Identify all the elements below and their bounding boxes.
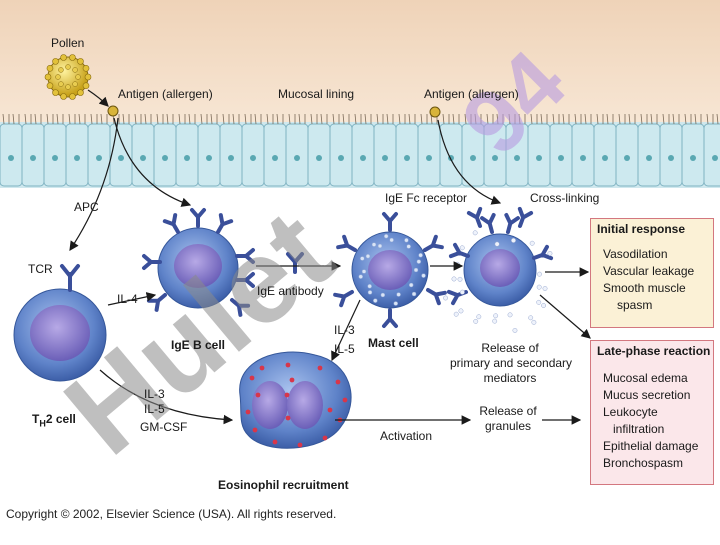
late-phase-item: infiltration <box>613 422 665 436</box>
late-phase-box: Late-phase reaction Mucosal edema Mucus … <box>590 340 714 485</box>
mast-cell-label: Mast cell <box>368 336 419 350</box>
pollen-label: Pollen <box>51 36 85 50</box>
cytokine-il3-label: IL-3 <box>144 387 165 401</box>
degranulating-mast-cell <box>463 233 537 307</box>
release-mediators-line3: mediators <box>483 371 537 385</box>
initial-response-item: Vascular leakage <box>603 264 695 278</box>
mast-cell-granules <box>358 233 426 306</box>
late-phase-title: Late-phase reaction <box>597 344 711 358</box>
b-cell-antibodies <box>142 208 255 317</box>
il4-label: IL-4 <box>117 292 138 306</box>
mast-cell-receptors <box>333 212 447 328</box>
eosinophil <box>239 351 352 449</box>
initial-response-item: Vasodilation <box>603 247 668 261</box>
pollen-to-antigen-arrow <box>87 89 109 107</box>
release-mediators-line1: Release of <box>481 341 539 355</box>
late-phase-item: Mucus secretion <box>603 388 691 402</box>
tcr-receptor <box>60 264 80 292</box>
mucosal-lining-label: Mucosal lining <box>278 87 355 101</box>
apc-label: APC <box>74 200 99 214</box>
process-arrows <box>99 261 591 425</box>
release-granules-line2: granules <box>484 419 532 433</box>
copyright-notice: Copyright © 2002, Elsevier Science (USA)… <box>6 507 337 521</box>
th2-cell-label: TH2 cell <box>32 412 76 429</box>
release-granules-line1: Release of <box>479 404 537 418</box>
tcr-label: TCR <box>28 262 53 276</box>
eosinophil-granules <box>245 362 348 448</box>
ige-antibody-label: IgE antibody <box>257 284 324 298</box>
mucosa-layer <box>0 0 720 122</box>
release-mediators-line2: primary and secondary <box>450 356 573 370</box>
il3-label: IL-3 <box>334 323 355 337</box>
epithelium-cells <box>0 113 720 188</box>
eosinophil-recruitment-label: Eosinophil recruitment <box>218 478 349 492</box>
late-phase-item: Mucosal edema <box>603 371 688 385</box>
late-phase-item: Epithelial damage <box>603 439 699 453</box>
cytokine-il5-label: IL-5 <box>144 402 165 416</box>
initial-response-item: spasm <box>617 298 653 312</box>
activation-label: Activation <box>380 429 433 443</box>
th2-cell <box>13 288 107 382</box>
il5-label: IL-5 <box>334 342 355 356</box>
apc-arrow <box>69 117 119 251</box>
released-granules <box>443 230 553 333</box>
antigen-label-right: Antigen (allergen) <box>424 87 519 101</box>
antigen-particle-right <box>429 106 441 118</box>
cross-linking-label: Cross-linking <box>530 191 600 205</box>
antigen-to-crosslink-arrow <box>437 119 502 205</box>
mast-cell <box>351 231 429 309</box>
free-ige-antibody <box>286 252 304 274</box>
antigen-particle-left <box>107 105 119 117</box>
late-phase-item: Leukocyte <box>603 405 658 419</box>
antigen-label-left: Antigen (allergen) <box>118 87 213 101</box>
initial-response-title: Initial response <box>597 222 686 236</box>
ige-b-cell-label: IgE B cell <box>171 338 226 352</box>
ige-fc-receptor-label: IgE Fc receptor <box>385 191 468 205</box>
late-phase-item: Bronchospasm <box>603 456 684 470</box>
initial-response-item: Smooth muscle <box>603 281 686 295</box>
antigen-to-bcell-arrow <box>113 117 192 207</box>
initial-response-box: Initial response Vasodilation Vascular l… <box>590 218 714 328</box>
cytokine-gmcsf-label: GM-CSF <box>140 420 188 434</box>
pollen-grain <box>44 54 92 100</box>
